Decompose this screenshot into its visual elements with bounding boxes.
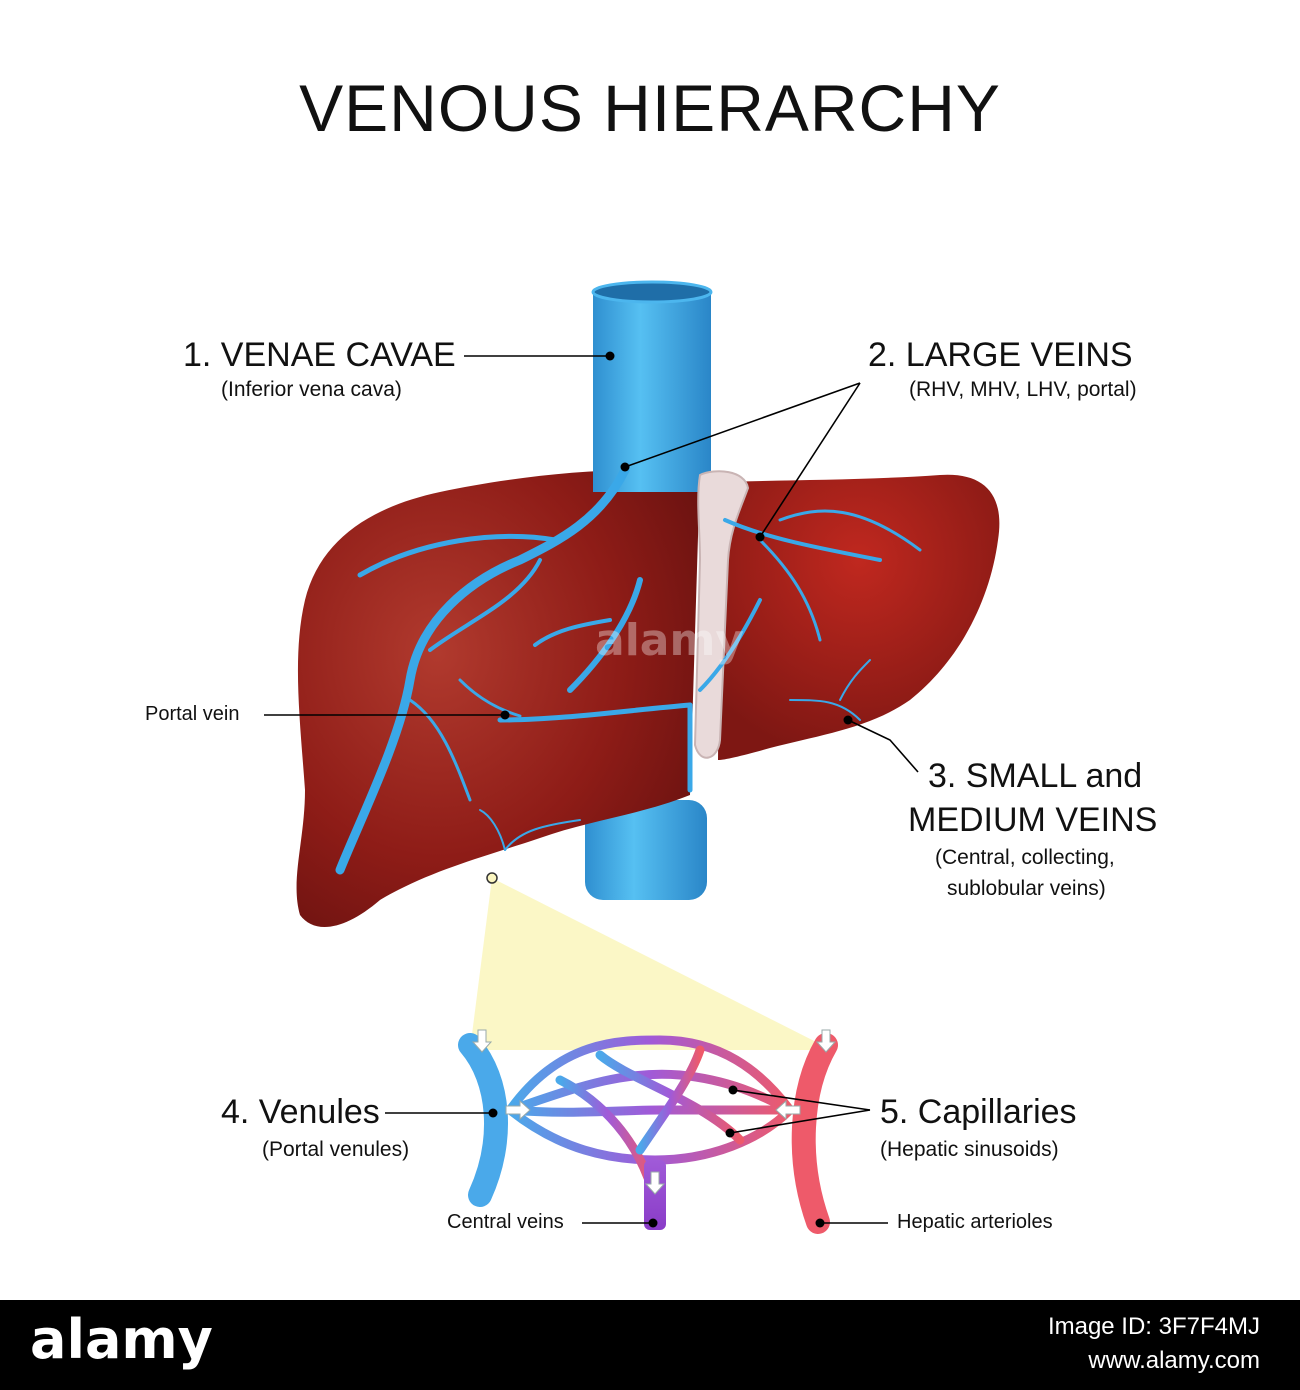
ivc-upper <box>593 292 711 492</box>
label-hepatic-arterioles: Hepatic arterioles <box>897 1211 1053 1233</box>
brand-logo: alamy <box>30 1308 213 1371</box>
site-url: www.alamy.com <box>1088 1347 1260 1374</box>
label-small-medium-2: MEDIUM VEINS <box>908 801 1158 839</box>
label-large-veins: 2. LARGE VEINS <box>868 336 1133 374</box>
hepatic-arteriole <box>791 1033 838 1234</box>
leader-dots <box>488 351 853 1228</box>
image-id: Image ID: 3F7F4MJ <box>1047 1313 1260 1340</box>
image-reference: Image ID: 3F7F4MJ www.alamy.com <box>1048 1310 1260 1378</box>
central-vein <box>644 1160 666 1230</box>
falciform-ligament <box>693 470 750 759</box>
watermark: alamy <box>595 615 744 666</box>
label-venules: 4. Venules <box>221 1093 380 1131</box>
label-small-medium-sub2: sublobular veins) <box>947 877 1106 900</box>
liver-right-lobe <box>296 469 700 927</box>
label-small-medium-1: 3. SMALL and <box>928 757 1143 795</box>
liver-left-lobe <box>718 474 1000 760</box>
label-capillaries-sub: (Hepatic sinusoids) <box>880 1138 1059 1161</box>
capillary-network <box>505 1035 795 1205</box>
leader-lines <box>264 355 919 1224</box>
footer-bar: alamy Image ID: 3F7F4MJ www.alamy.com <box>0 1300 1300 1390</box>
label-small-medium-sub1: (Central, collecting, <box>935 846 1115 869</box>
flow-arrows <box>471 1029 837 1195</box>
hepatic-veins <box>335 465 922 875</box>
label-venae-cavae: 1. VENAE CAVAE <box>183 336 456 374</box>
magnifier-origin <box>486 872 498 884</box>
liver-diagram <box>264 280 1000 1234</box>
page-title: VENOUS HIERARCHY <box>299 71 1001 145</box>
label-portal-vein: Portal vein <box>145 703 240 725</box>
label-venae-cavae-sub: (Inferior vena cava) <box>221 378 402 401</box>
ivc-lower <box>585 800 707 900</box>
label-large-veins-sub: (RHV, MHV, LHV, portal) <box>909 378 1137 401</box>
magnifier-cone <box>470 878 832 1050</box>
label-central-veins: Central veins <box>447 1211 564 1233</box>
label-capillaries: 5. Capillaries <box>880 1093 1077 1131</box>
portal-venule <box>458 1033 508 1207</box>
label-venules-sub: (Portal venules) <box>262 1138 410 1161</box>
ivc-opening <box>591 280 713 304</box>
